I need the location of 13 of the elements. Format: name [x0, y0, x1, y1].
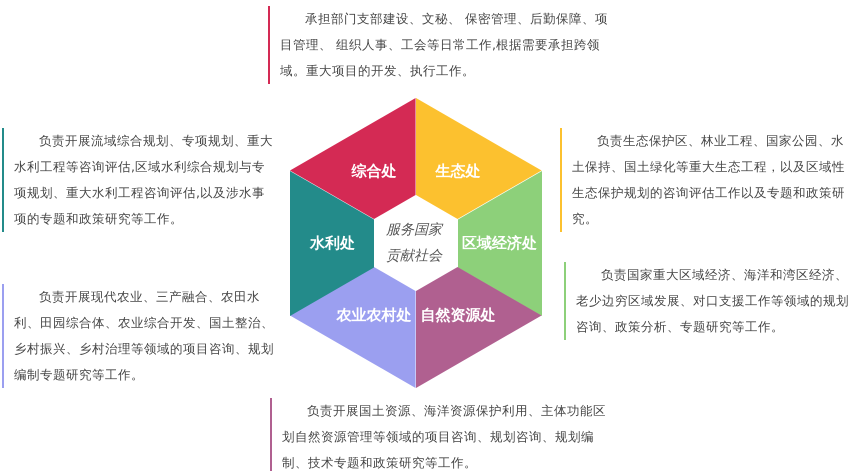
segment-label: 综合处	[352, 160, 397, 182]
segment-label: 区域经济处	[462, 233, 538, 254]
segment-label: 生态处	[435, 160, 480, 182]
description-text: 承担部门支部建设、文秘、 保密管理、后勤保障、项目管理、 组织人事、工会等日常工作,根据需要承担跨领域。重大项目的开发、执行工作。	[268, 6, 620, 84]
center-text: 服务国家贡献社会	[386, 217, 446, 269]
description-text: 负责生态保护区、林业工程、国家公园、水土保持、国土绿化等重大生态工程，以及区域性生态保护规划的咨询评估工作以及专题和政策研究。	[560, 128, 856, 232]
description-text: 负责开展流域综合规划、专项规划、重大水利工程等咨询评估,区域水利综合规划与专项规划、重大水利工程咨询评估,以及涉水事项的专题和政策研究等工作。	[2, 128, 276, 232]
description-text: 负责开展国土资源、海洋资源保护利用、主体功能区划自然资源管理等领域的项目咨询、规划咨询、规划编制、技术专题和政策研究等工作。	[270, 398, 612, 471]
segment-label: 自然资源处	[420, 305, 496, 326]
description-text: 负责国家重大区域经济、海洋和湾区经济、老少边穷区域发展、对口支援工作等领域的规划咨询、政策分析、专题研究等工作。	[564, 262, 856, 340]
segment-label: 农业农村处	[336, 305, 412, 326]
description-text: 负责开展现代农业、三产融合、农田水利、田园综合体、农业综合开发、国土整治、乡村振兴、乡村治理等领域的项目咨询、规划编制专题研究等工作。	[2, 284, 276, 388]
segment-label: 水利处	[310, 233, 355, 254]
